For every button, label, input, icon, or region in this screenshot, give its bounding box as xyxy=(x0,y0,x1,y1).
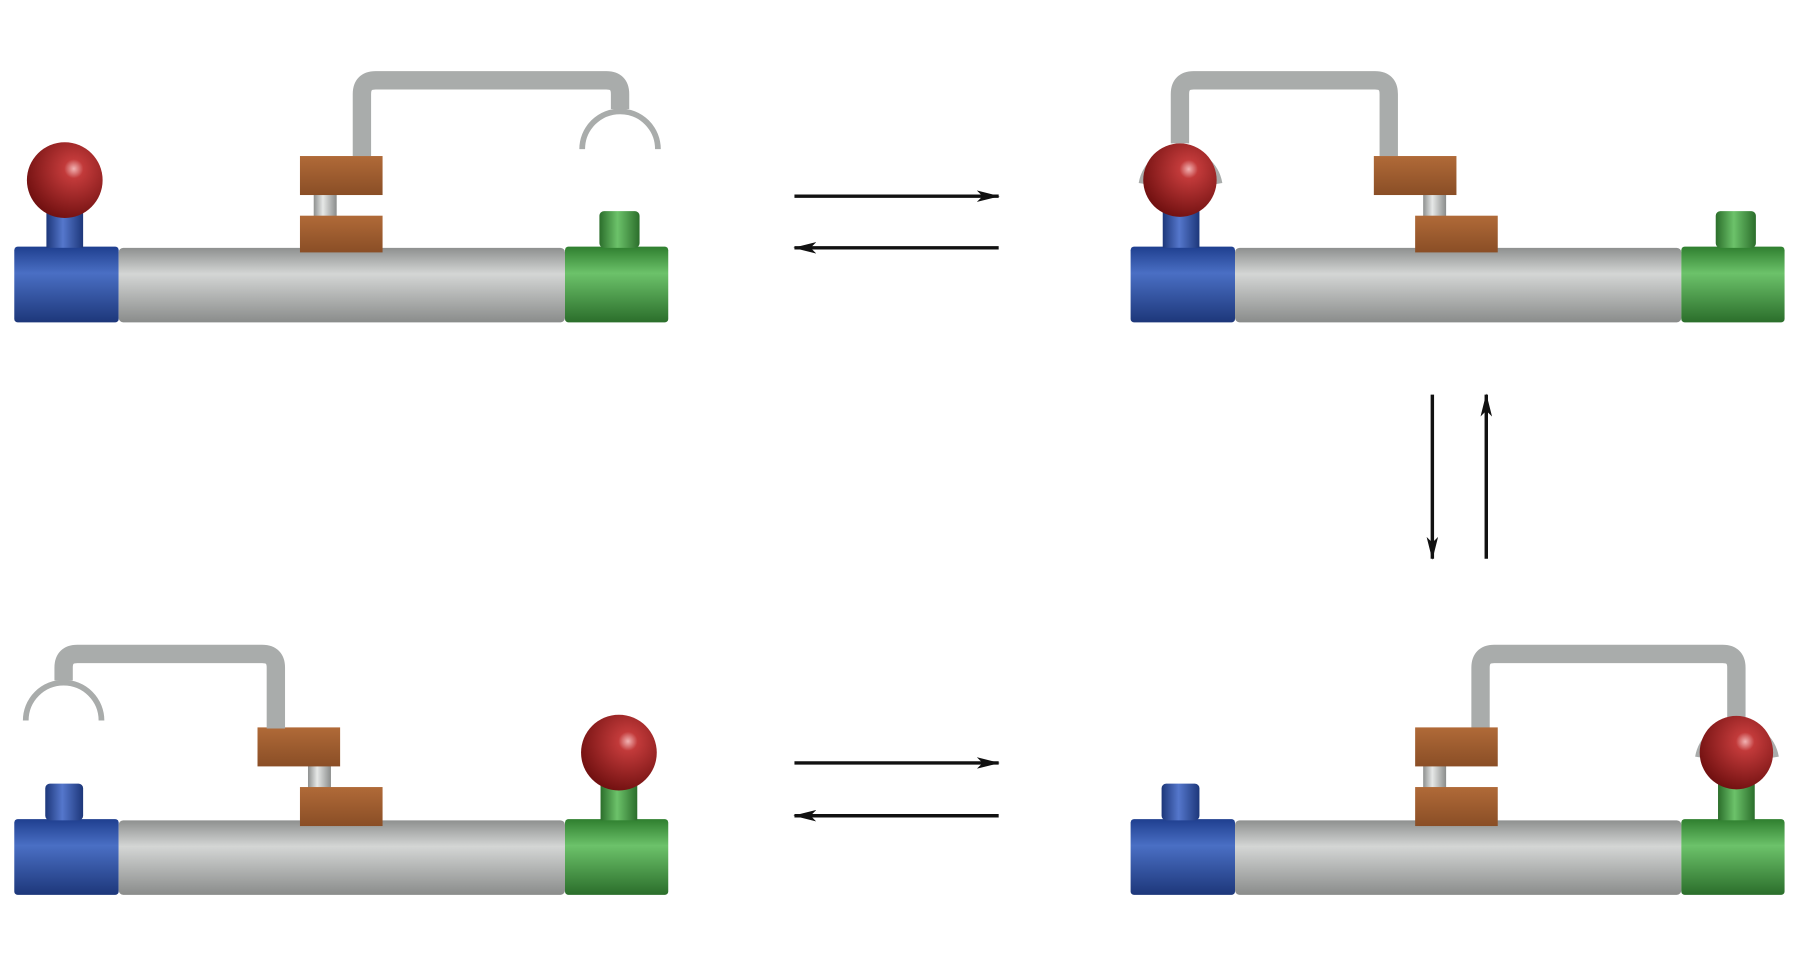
slider-pillar xyxy=(307,764,331,790)
slider-upper-block xyxy=(257,727,341,767)
state-4-assembly xyxy=(14,644,669,895)
arm xyxy=(352,71,630,157)
red-ball xyxy=(1143,143,1217,217)
state-2-assembly xyxy=(1130,71,1785,323)
arm xyxy=(1170,71,1398,157)
slider-lower-block xyxy=(299,215,383,253)
axle-rod xyxy=(14,246,669,323)
slider-lower-block xyxy=(1415,787,1498,827)
axle-rod xyxy=(1130,819,1785,895)
slider-pillar xyxy=(313,192,337,218)
red-ball xyxy=(26,142,103,218)
blue-stub xyxy=(45,783,84,821)
state-3-assembly xyxy=(1130,644,1785,895)
equilibrium-arrows-top xyxy=(793,190,1000,254)
green-stub xyxy=(599,211,640,248)
green-stub xyxy=(1715,211,1756,248)
slider-pillar xyxy=(1423,764,1447,790)
hook-open xyxy=(579,108,661,150)
arm xyxy=(54,644,286,729)
slider-lower-block xyxy=(1415,215,1498,253)
red-ball xyxy=(1699,715,1774,790)
axle-rod xyxy=(1130,246,1785,323)
slider-upper-block xyxy=(1373,156,1457,196)
slider-upper-block xyxy=(299,156,383,196)
slider-lower-block xyxy=(299,787,383,827)
arm xyxy=(1471,644,1746,729)
red-ball xyxy=(581,714,657,791)
slider-pillar xyxy=(1423,192,1447,218)
state-1-assembly xyxy=(14,71,669,323)
equilibrium-arrows-bottom xyxy=(793,757,1000,822)
blue-stub xyxy=(1161,783,1200,821)
slider-upper-block xyxy=(1415,727,1498,767)
axle-rod xyxy=(14,819,669,895)
equilibrium-arrows-right xyxy=(1426,393,1493,560)
hook-open xyxy=(22,679,105,721)
